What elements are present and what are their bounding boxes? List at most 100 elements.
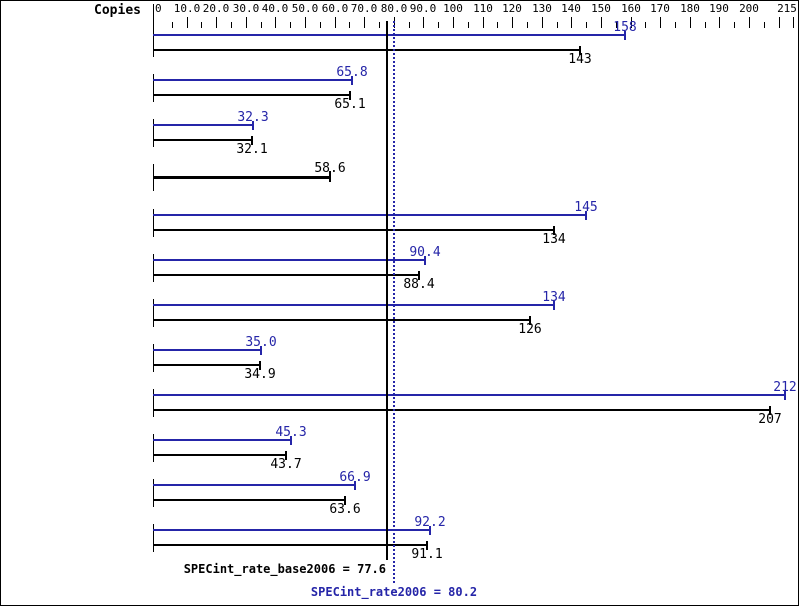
x-axis-tick-label: 130 [532, 2, 552, 15]
bar-end-cap [329, 171, 331, 182]
peak-bar [153, 259, 425, 261]
x-axis-major-tick [779, 17, 780, 28]
base-value-label: 134 [542, 232, 566, 247]
base-bar [153, 544, 427, 546]
x-axis-tick-label: 200 [739, 2, 759, 15]
base-bar-end-cap [344, 496, 346, 505]
peak-value-label: 158 [613, 20, 637, 35]
x-axis-tick-label: 70.0 [350, 2, 378, 15]
bar-start-bracket [153, 479, 154, 507]
base-bar-end-cap [426, 541, 428, 550]
x-axis-major-tick [512, 17, 513, 28]
axis-origin-line [153, 4, 154, 29]
x-axis-tick-label: 90.0 [409, 2, 437, 15]
x-axis-major-tick [305, 17, 306, 28]
peak-bar-end-cap [553, 301, 555, 310]
peak-bar [153, 349, 261, 351]
peak-value-label: 65.8 [336, 65, 368, 80]
base-value-label: 43.7 [270, 457, 302, 472]
base-mean-summary: SPECint_rate_base2006 = 77.6 [183, 562, 386, 576]
x-axis-minor-tick [586, 22, 587, 28]
peak-value-label: 90.4 [409, 245, 441, 260]
x-axis-major-tick [335, 17, 336, 28]
base-bar [153, 499, 345, 501]
x-axis-tick-label: 80.0 [380, 2, 408, 15]
x-axis-major-tick [542, 17, 543, 28]
x-axis-major-tick [719, 17, 720, 28]
peak-bar-end-cap [351, 76, 353, 85]
x-axis-tick-label: 20.0 [202, 2, 230, 15]
peak-value-label: 145 [574, 200, 598, 215]
base-bar-end-cap [418, 271, 420, 280]
base-bar [153, 229, 554, 231]
bar-start-bracket [153, 119, 154, 147]
bar-start-bracket [153, 74, 154, 102]
base-bar-end-cap [553, 226, 555, 235]
bar-start-bracket [153, 389, 154, 417]
peak-mean-line [393, 21, 395, 585]
base-bar-end-cap [251, 136, 253, 145]
x-axis-major-tick [187, 17, 188, 28]
x-axis-tick-label: 170 [650, 2, 670, 15]
base-value-label: 63.6 [329, 502, 361, 517]
peak-value-label: 134 [542, 290, 566, 305]
x-axis-tick-label: 190 [709, 2, 729, 15]
peak-bar-end-cap [290, 436, 292, 445]
base-value-label: 88.4 [403, 277, 435, 292]
base-bar [153, 274, 419, 276]
peak-value-label: 32.3 [237, 110, 269, 125]
base-bar-end-cap [579, 46, 581, 55]
base-bar [153, 319, 530, 321]
peak-value-label: 92.2 [414, 515, 446, 530]
peak-value-label: 66.9 [339, 470, 371, 485]
base-value-label: 91.1 [411, 547, 443, 562]
peak-bar-end-cap [784, 391, 786, 400]
bar-start-bracket [153, 434, 154, 462]
base-value-label: 207 [758, 412, 782, 427]
x-axis-major-tick [364, 17, 365, 28]
base-bar-end-cap [349, 91, 351, 100]
x-axis-tick-label: 60.0 [321, 2, 349, 15]
x-axis-minor-tick [645, 22, 646, 28]
x-axis-minor-tick [764, 22, 765, 28]
x-axis-tick-label: 10.0 [173, 2, 201, 15]
bar-start-bracket [153, 299, 154, 327]
x-axis-major-tick [246, 17, 247, 28]
peak-value-label: 35.0 [245, 335, 277, 350]
peak-bar [153, 79, 352, 81]
x-axis-minor-tick [734, 22, 735, 28]
peak-mean-summary: SPECint_rate2006 = 80.2 [310, 585, 478, 599]
bar-start-bracket [153, 524, 154, 552]
x-axis-minor-tick [379, 22, 380, 28]
x-axis-tick-label: 100 [443, 2, 463, 15]
base-bar [153, 49, 580, 51]
copies-column-header: Copies [94, 3, 141, 18]
x-axis-tick-label: 160 [621, 2, 641, 15]
x-axis-tick-label: 0 [155, 2, 162, 15]
base-value-label: 143 [568, 52, 592, 67]
x-axis-tick-label: 50.0 [291, 2, 319, 15]
x-axis-major-tick [631, 17, 632, 28]
base-bar [153, 454, 286, 456]
peak-value-label: 45.3 [275, 425, 307, 440]
peak-bar [153, 214, 586, 216]
base-value-label: 126 [518, 322, 542, 337]
bar-start-bracket [153, 344, 154, 372]
base-bar-end-cap [285, 451, 287, 460]
x-axis-tick-label: 40.0 [261, 2, 289, 15]
x-axis-minor-tick [409, 22, 410, 28]
peak-bar [153, 124, 253, 126]
x-axis-major-tick [601, 17, 602, 28]
bar-start-bracket [153, 209, 154, 237]
x-axis-minor-tick [705, 22, 706, 28]
x-axis-major-tick [571, 17, 572, 28]
peak-bar-end-cap [429, 526, 431, 535]
peak-bar-end-cap [585, 211, 587, 220]
x-axis-minor-tick [231, 22, 232, 28]
base-value-label: 65.1 [334, 97, 366, 112]
base-bar-end-cap [769, 406, 771, 415]
x-axis-minor-tick [616, 22, 617, 28]
x-axis-major-tick [660, 17, 661, 28]
peak-bar [153, 439, 291, 441]
x-axis-minor-tick [172, 22, 173, 28]
